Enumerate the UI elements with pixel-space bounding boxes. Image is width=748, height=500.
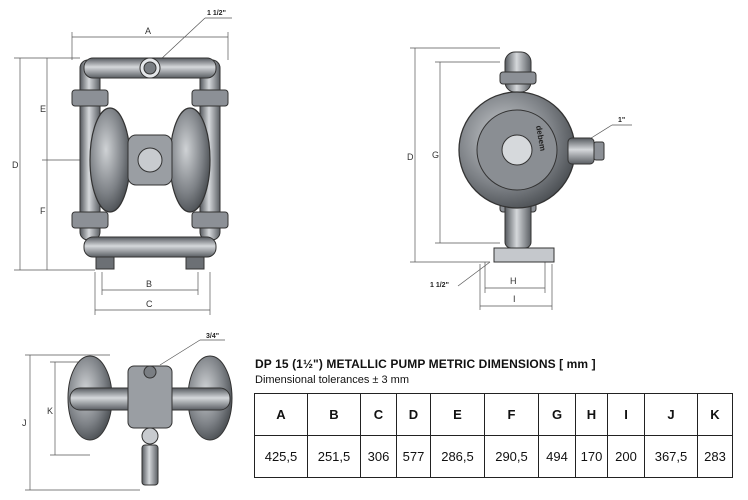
value-cell-f: 290,5 [484,435,539,478]
value-cell-a: 425,5 [254,435,308,478]
header-cell-j: J [644,393,698,436]
header-cell-c: C [360,393,397,436]
header-cell-b: B [307,393,361,436]
front-view: A D E F B C 1 1/2" [12,10,232,315]
dim-c-label: C [146,299,153,309]
header-cell-k: K [697,393,733,436]
dim-k-label: K [47,406,53,416]
value-cell-j: 367,5 [644,435,698,478]
side-brand-text: debem [534,125,547,152]
dim-j-label: J [22,418,27,428]
dim-b-label: B [146,279,152,289]
dimensions-table: A B C D E F G H I J K 425,5 251,5 306 57… [254,393,733,478]
side-dim-h-label: H [510,276,517,286]
table-values-row: 425,5 251,5 306 577 286,5 290,5 494 170 … [254,435,733,478]
header-cell-d: D [396,393,431,436]
value-cell-g: 494 [538,435,576,478]
table-subtitle: Dimensional tolerances ± 3 mm [255,374,409,386]
dim-f-label: F [40,206,46,216]
header-cell-e: E [430,393,485,436]
dim-a-label: A [145,26,151,36]
header-cell-i: I [607,393,645,436]
top-air-callout: 3/4" [206,333,219,340]
table-header-row: A B C D E F G H I J K [254,393,733,436]
side-dim-g-label: G [432,150,439,160]
header-cell-h: H [575,393,608,436]
dim-e-label: E [40,104,46,114]
side-port-callout: 1 1/2" [430,282,449,289]
side-air-callout: 1" [618,117,625,124]
side-dim-d-label: D [407,152,414,162]
front-port-callout: 1 1/2" [207,10,226,17]
value-cell-h: 170 [575,435,608,478]
value-cell-k: 283 [697,435,733,478]
value-cell-d: 577 [396,435,431,478]
value-cell-b: 251,5 [307,435,361,478]
value-cell-i: 200 [607,435,645,478]
table-title: DP 15 (1½") METALLIC PUMP METRIC DIMENSI… [255,357,596,371]
header-cell-f: F [484,393,539,436]
header-cell-g: G [538,393,576,436]
value-cell-e: 286,5 [430,435,485,478]
header-cell-a: A [254,393,308,436]
dim-d-label: D [12,160,19,170]
side-view: debem D G H I 1" 1 1/2" [407,47,632,310]
top-view: J K 3/4" [22,333,233,491]
side-dim-i-label: I [513,294,516,304]
value-cell-c: 306 [360,435,397,478]
